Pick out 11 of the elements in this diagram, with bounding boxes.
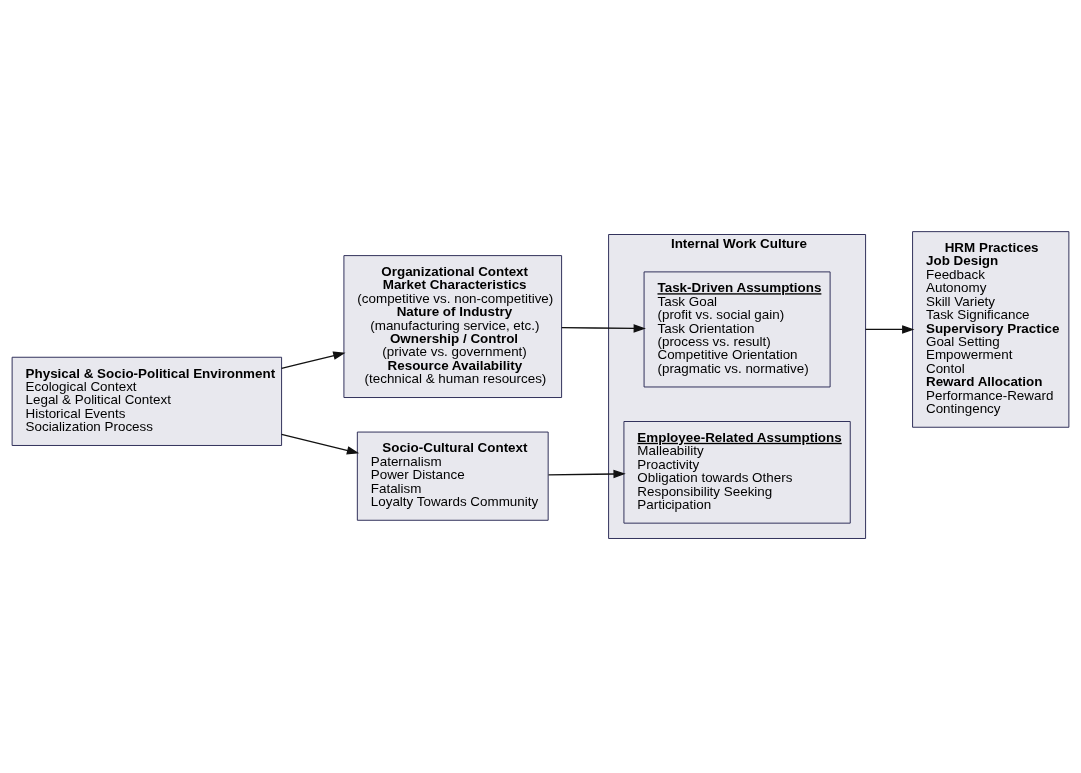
arrow	[561, 324, 646, 333]
node-box: Employee-Related Assumptions Malleability Proactivity Obligation towards Others Responsibility Seeking Participation	[623, 421, 851, 524]
node-box: Physical & Socio-Political Environment Ecological Context Legal & Political Context Historical Events Socialization Process	[11, 356, 283, 446]
arrow	[280, 351, 346, 370]
node-box: Task-Driven Assumptions Task Goal (profit vs. social gain) Task Orientation (process vs. result) Competitive Orientation (pragmatic vs. normative)	[643, 271, 831, 388]
node-box: Organizational Context Market Characteristics (competitive vs. non-competitive) Nature of Industry (manufacturing service, etc.) Ownership / Control (private vs. government) Resource Availability (technical & human resources)	[343, 255, 563, 398]
arrow	[547, 469, 626, 479]
node-box: Socio-Cultural Context Paternalism Power Distance Fatalism Loyalty Towards Community	[356, 431, 549, 521]
node-box: HRM Practices Job Design Feedback Autonomy Skill Variety Task Significance Supervisory Practice Goal Setting Empowerment Contol Reward Allocation Performance-Reward Contingency	[912, 231, 1070, 428]
arrow	[864, 325, 915, 334]
arrow	[280, 433, 360, 455]
